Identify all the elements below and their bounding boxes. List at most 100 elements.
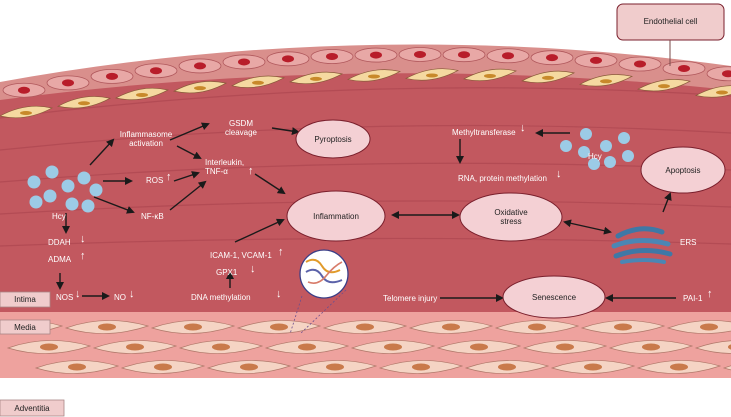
intima-layer — [0, 73, 731, 312]
endothelial-nucleus — [326, 53, 338, 61]
hcy-dot — [27, 175, 41, 189]
intima-stripe — [0, 162, 731, 183]
intima-stripe — [0, 87, 731, 119]
media-cell-nucleus — [412, 363, 430, 371]
pyroptosis-label: Pyroptosis — [314, 135, 352, 144]
gsdm-label: GSDM cleavage — [224, 119, 258, 137]
telomere-injury-label: Telomere injury — [383, 294, 438, 303]
icam-label: ICAM-1, VCAM-1 — [210, 251, 272, 260]
media-cell-nucleus — [154, 363, 172, 371]
dna-methylation-label: DNA methylation — [191, 293, 251, 302]
hcy-right-label: Hcy — [588, 152, 602, 161]
media-cell-nucleus — [240, 363, 258, 371]
smooth-muscle-nucleus — [368, 74, 380, 79]
endothelial-nucleus — [238, 58, 250, 66]
pyroptosis-node — [295, 119, 371, 159]
media-cell-nucleus — [670, 363, 688, 371]
intima-stripe — [0, 124, 731, 151]
media-cell-nucleus — [528, 323, 546, 331]
no-down-arrow: ↓ — [129, 288, 135, 300]
hcy-dot — [580, 128, 592, 140]
intima-tag — [0, 291, 51, 308]
oxidative-stress-label: Oxidative stress — [494, 208, 528, 226]
hcy-left-label: Hcy — [52, 212, 66, 221]
media-cell-nucleus — [614, 323, 632, 331]
endothelial-nucleus — [18, 86, 30, 94]
methyltransferase-down-arrow: ↓ — [520, 122, 526, 134]
nos-label: NOS — [56, 293, 74, 302]
endothelial-nucleus — [458, 51, 470, 59]
media-cell-nucleus — [556, 343, 574, 351]
senescence-label: Senescence — [531, 293, 577, 302]
hcy-dot — [65, 197, 79, 211]
media-cell-nucleus — [356, 323, 374, 331]
endothelial-nucleus — [414, 50, 426, 58]
smooth-muscle-nucleus — [252, 80, 264, 85]
media-cell-nucleus — [700, 323, 718, 331]
pai1-label: PAI-1 — [683, 294, 703, 303]
oxidative-stress-node — [459, 192, 563, 242]
rna-protein-down-arrow: ↓ — [556, 168, 562, 180]
inflammation-label: Inflammation — [313, 212, 359, 221]
hcy-dot — [560, 140, 572, 152]
media-cell-nucleus — [326, 363, 344, 371]
icam-up-arrow: ↑ — [278, 246, 284, 258]
hcy-dot — [578, 146, 590, 158]
interleukin-label: Interleukin, TNF-α — [205, 158, 245, 176]
media-smooth-muscle-cell — [666, 320, 731, 334]
hcy-right-dots — [560, 128, 634, 170]
ros-label: ROS — [146, 176, 164, 185]
apoptosis-label: Apoptosis — [665, 166, 701, 175]
endothelial-nucleus — [370, 51, 382, 59]
hcy-dot — [81, 199, 95, 213]
adma-up-arrow: ↑ — [80, 250, 86, 262]
endothelial-nucleus — [502, 52, 514, 60]
media-cell-nucleus — [384, 343, 402, 351]
hcy-left-dots — [27, 165, 103, 213]
hcy-dot — [29, 195, 43, 209]
er-organelle — [611, 226, 673, 264]
dna-magnifier — [289, 249, 349, 335]
endothelial-nucleus — [546, 54, 558, 62]
senescence-node — [502, 275, 606, 319]
interleukin-up-arrow: ↑ — [248, 165, 254, 177]
media-tag — [0, 319, 51, 335]
media-cell-nucleus — [470, 343, 488, 351]
hcy-dot — [77, 171, 91, 185]
media-cell-nucleus — [442, 323, 460, 331]
adventitia-label: Adventitia — [14, 404, 50, 413]
hcy-dot — [600, 140, 612, 152]
intima-label: Intima — [14, 295, 36, 304]
media-cell-nucleus — [728, 344, 731, 350]
smooth-muscle-nucleus — [542, 75, 554, 80]
smooth-muscle-nucleus — [426, 73, 438, 78]
smooth-muscle-nucleus — [310, 76, 322, 81]
smooth-muscle-nucleus — [600, 79, 612, 84]
hcy-dot — [588, 158, 600, 170]
gpx1-label: GPX1 — [216, 268, 238, 277]
ddah-label: DDAH — [48, 238, 71, 247]
no-label: NO — [114, 293, 126, 302]
endothelial-cell — [706, 66, 731, 82]
hcy-dot — [45, 165, 59, 179]
inflammation-node — [286, 190, 386, 242]
media-cell-nucleus — [68, 363, 86, 371]
smooth-muscle-nucleus — [78, 101, 90, 106]
pathway-arrows — [56, 122, 676, 302]
smooth-muscle-nucleus — [484, 73, 496, 78]
media-smooth-muscle-cell — [722, 365, 731, 371]
smooth-muscle-nucleus — [716, 90, 728, 95]
inflammasome-label: Inflammasome activation — [119, 130, 173, 148]
dna-methylation-down-arrow: ↓ — [276, 288, 282, 300]
adma-label: ADMA — [48, 255, 72, 264]
media-cell-nucleus — [212, 343, 230, 351]
pai1-up-arrow: ↑ — [707, 288, 713, 300]
endothelial-nucleus — [194, 62, 206, 70]
media-label: Media — [14, 323, 36, 332]
smooth-muscle-cells — [0, 68, 731, 119]
media-cell-nucleus — [40, 343, 58, 351]
adventitia-tag — [0, 399, 65, 417]
ers-label: ERS — [680, 238, 697, 247]
endothelial-nucleus — [106, 72, 118, 80]
